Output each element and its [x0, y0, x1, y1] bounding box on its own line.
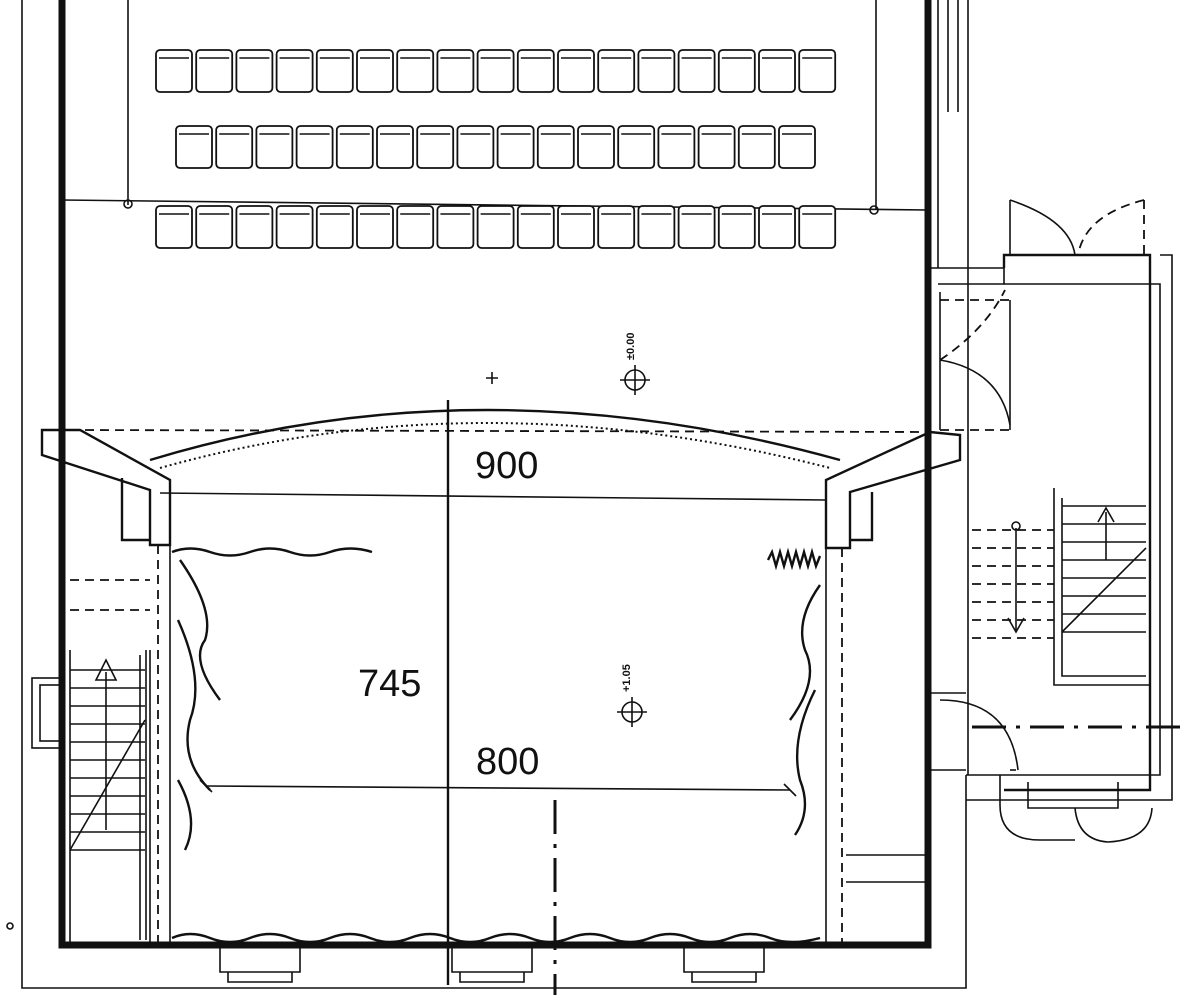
dimension-depth: 745 — [358, 663, 421, 705]
dimension-lines — [159, 492, 826, 797]
seat — [235, 205, 274, 249]
seat — [275, 205, 314, 249]
seat — [155, 205, 193, 249]
seat — [798, 205, 837, 249]
level-label-auditorium: ±0.00 — [625, 333, 637, 360]
seat — [637, 49, 676, 93]
seat — [677, 205, 716, 249]
seat — [235, 49, 274, 93]
seat — [516, 49, 555, 93]
dimension-width-top: 900 — [475, 445, 538, 487]
seat — [557, 205, 595, 249]
auditorium-boundary — [61, 0, 929, 215]
seat — [737, 125, 776, 169]
seat — [557, 49, 595, 93]
proscenium-walls — [40, 428, 962, 550]
seat — [677, 49, 716, 93]
seat — [295, 125, 334, 169]
level-label-stage: +1.05 — [621, 664, 633, 692]
seat — [436, 49, 475, 93]
seat — [335, 125, 374, 169]
seat — [456, 125, 495, 169]
seat — [597, 49, 636, 93]
seat — [436, 205, 475, 249]
seat — [175, 125, 213, 169]
seat — [577, 125, 615, 169]
seat — [416, 125, 455, 169]
building-walls — [21, 0, 1005, 989]
seating-rows — [155, 49, 837, 249]
seat — [476, 49, 515, 93]
seat — [798, 49, 837, 93]
stage-area — [157, 545, 843, 945]
stage-front-curve — [69, 408, 929, 469]
seat — [516, 205, 555, 249]
seat — [717, 49, 756, 93]
seat — [315, 49, 354, 93]
seat — [657, 125, 696, 169]
seat — [376, 125, 414, 169]
seat — [778, 125, 816, 169]
left-stair — [31, 579, 151, 945]
seat — [758, 205, 796, 249]
seat — [275, 49, 314, 93]
side-room — [939, 199, 1190, 843]
seat — [637, 205, 676, 249]
level-marker-auditorium — [620, 365, 650, 395]
seat — [758, 49, 796, 93]
seat — [155, 49, 193, 93]
seat — [195, 49, 234, 93]
seat — [396, 49, 435, 93]
dimension-width-bottom: 800 — [476, 741, 539, 783]
seat — [255, 125, 294, 169]
seat — [215, 125, 254, 169]
seat — [597, 205, 636, 249]
seat — [697, 125, 736, 169]
level-marker-stage — [617, 697, 647, 727]
seat — [536, 125, 575, 169]
seat — [195, 205, 234, 249]
front-plinths — [6, 854, 926, 983]
center-axis — [446, 372, 557, 995]
seat — [356, 205, 394, 249]
seat — [315, 205, 354, 249]
right-stair — [972, 488, 1150, 686]
seat — [496, 125, 535, 169]
seat — [617, 125, 656, 169]
seat — [476, 205, 515, 249]
seat — [717, 205, 756, 249]
seat — [396, 205, 435, 249]
seat — [356, 49, 394, 93]
